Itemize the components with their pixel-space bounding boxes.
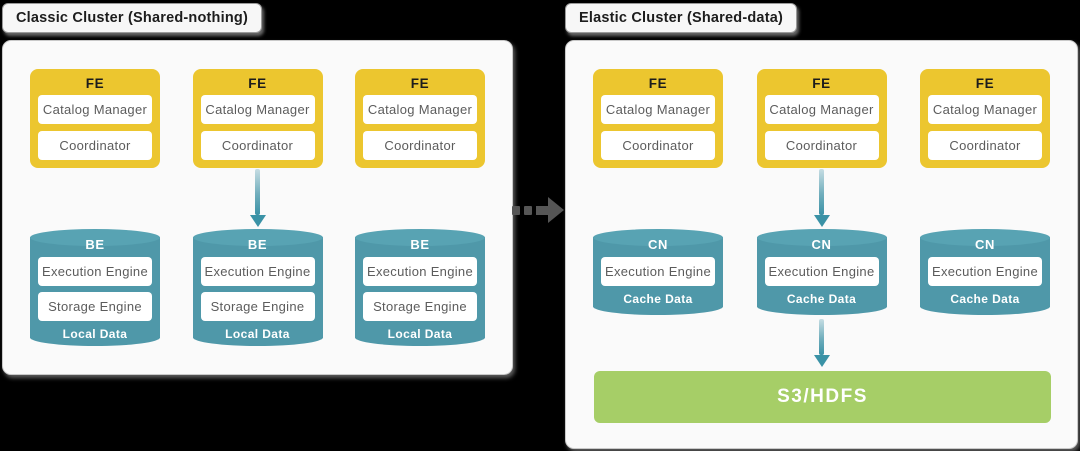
be-node-cylinder: BE Execution Engine Storage Engine Local… — [30, 229, 160, 346]
be-node-label: BE — [410, 237, 430, 252]
elastic-cluster-title-badge: Elastic Cluster (Shared-data) — [565, 3, 798, 33]
classic-fe-row: FE Catalog Manager Coordinator FE Catalo… — [3, 69, 512, 168]
cn-node-cylinder: CN Execution Engine Cache Data — [593, 229, 723, 315]
be-node-label: BE — [247, 237, 268, 252]
fe-node: FE Catalog Manager Coordinator — [756, 69, 887, 168]
classic-cluster-panel: FE Catalog Manager Coordinator FE Catalo… — [2, 40, 513, 375]
local-data-label: Local Data — [225, 327, 290, 341]
local-data-label: Local Data — [387, 327, 453, 341]
fe-node: FE Catalog Manager Coordinator — [593, 69, 723, 168]
cache-data-label: Cache Data — [950, 292, 1020, 306]
coordinator-box: Coordinator — [38, 131, 152, 160]
execution-engine-box: Execution Engine — [764, 257, 879, 286]
classic-cluster-title-badge: Classic Cluster (Shared-nothing) — [2, 3, 262, 33]
be-node-cylinder: BE Execution Engine Storage Engine Local… — [355, 229, 485, 346]
classic-to-elastic-arrow-icon — [512, 196, 564, 224]
classic-be-row: BE Execution Engine Storage Engine Local… — [3, 229, 512, 346]
fe-node-label: FE — [812, 76, 831, 91]
fe-node-label: FE — [975, 76, 995, 91]
fe-node-label: FE — [648, 76, 668, 91]
storage-engine-box: Storage Engine — [38, 292, 152, 321]
fe-to-be-arrow-icon — [249, 169, 266, 227]
fe-node-label: FE — [248, 76, 267, 91]
elastic-cluster-panel: FE Catalog Manager Coordinator FE Catalo… — [565, 40, 1078, 449]
cn-node-label: CN — [648, 237, 668, 252]
fe-node: FE Catalog Manager Coordinator — [355, 69, 485, 168]
fe-node-label: FE — [85, 76, 105, 91]
catalog-manager-box: Catalog Manager — [38, 95, 152, 124]
cache-data-label: Cache Data — [786, 292, 857, 306]
coordinator-box: Coordinator — [363, 131, 477, 160]
execution-engine-box: Execution Engine — [200, 257, 315, 286]
coordinator-box: Coordinator — [200, 131, 315, 160]
elastic-fe-row: FE Catalog Manager Coordinator FE Catalo… — [566, 69, 1077, 168]
execution-engine-box: Execution Engine — [38, 257, 152, 286]
fe-node-label: FE — [410, 76, 430, 91]
coordinator-box: Coordinator — [601, 131, 715, 160]
elastic-cn-row: CN Execution Engine Cache Data CN Execut… — [566, 229, 1077, 315]
catalog-manager-box: Catalog Manager — [928, 95, 1042, 124]
fe-node: FE Catalog Manager Coordinator — [192, 69, 323, 168]
local-data-label: Local Data — [62, 327, 128, 341]
fe-node: FE Catalog Manager Coordinator — [30, 69, 160, 168]
cn-node-cylinder: CN Execution Engine Cache Data — [920, 229, 1050, 315]
storage-engine-box: Storage Engine — [363, 292, 477, 321]
cn-node-label: CN — [811, 237, 832, 252]
cn-node-cylinder: CN Execution Engine Cache Data — [756, 229, 887, 315]
execution-engine-box: Execution Engine — [928, 257, 1042, 286]
catalog-manager-box: Catalog Manager — [764, 95, 879, 124]
fe-to-cn-arrow-icon — [813, 169, 830, 227]
cache-data-label: Cache Data — [623, 292, 693, 306]
cn-node-label: CN — [975, 237, 995, 252]
cn-to-shared-storage-arrow-icon — [813, 319, 830, 367]
fe-node: FE Catalog Manager Coordinator — [920, 69, 1050, 168]
coordinator-box: Coordinator — [764, 131, 879, 160]
catalog-manager-box: Catalog Manager — [200, 95, 315, 124]
be-node-cylinder: BE Execution Engine Storage Engine Local… — [192, 229, 323, 346]
catalog-manager-box: Catalog Manager — [363, 95, 477, 124]
coordinator-box: Coordinator — [928, 131, 1042, 160]
execution-engine-box: Execution Engine — [363, 257, 477, 286]
shared-storage-s3-hdfs: S3/HDFS — [594, 371, 1051, 423]
execution-engine-box: Execution Engine — [601, 257, 715, 286]
storage-engine-box: Storage Engine — [200, 292, 315, 321]
catalog-manager-box: Catalog Manager — [601, 95, 715, 124]
be-node-label: BE — [85, 237, 105, 252]
